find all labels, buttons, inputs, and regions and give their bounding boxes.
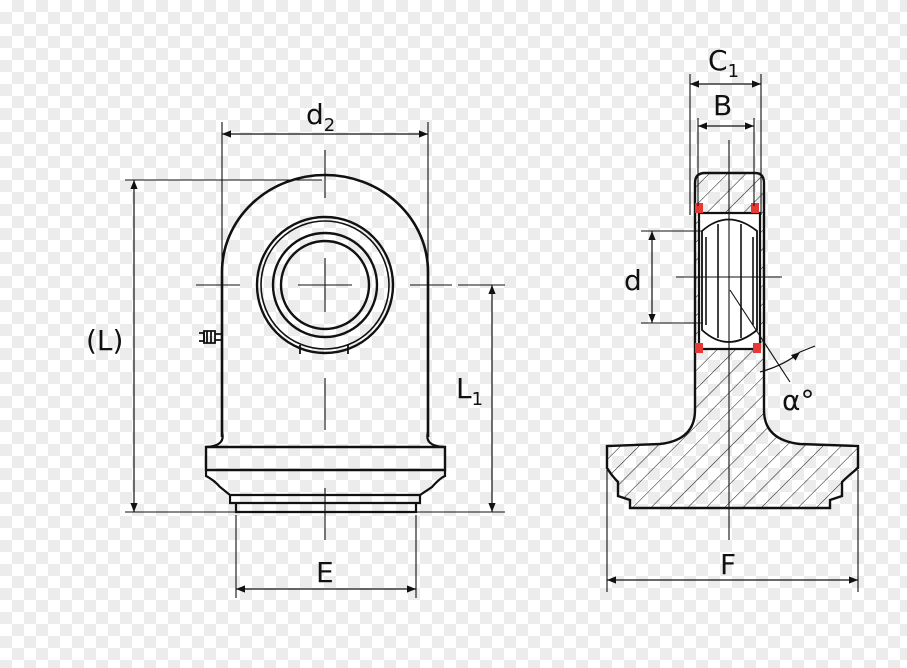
bearing-outer-ring-inner [260, 220, 390, 350]
side-centerlines [676, 140, 782, 540]
neck-flare [205, 431, 445, 449]
seal-markers [695, 203, 761, 353]
label-F: F [720, 548, 736, 581]
label-L1: L1 [456, 372, 483, 410]
dim-arc-alpha [759, 351, 801, 373]
seal-top-right [751, 203, 759, 213]
seal-bottom-right [753, 343, 761, 353]
ring-split-gap [299, 345, 349, 354]
dim-tick-alpha [799, 345, 816, 353]
seal-top-left [695, 203, 703, 213]
bearing-race-inner [705, 224, 754, 338]
base-foot [234, 503, 418, 514]
label-E: E [316, 556, 334, 589]
grease-nipple [199, 330, 222, 344]
bearing-inner-ring [271, 231, 379, 339]
front-dimension-lines [130, 130, 496, 593]
seal-bottom-left [695, 343, 703, 353]
label-B: B [713, 89, 732, 122]
side-dimension-lines [607, 80, 858, 584]
front-extension-lines [125, 122, 505, 598]
label-C1: C1 [708, 44, 739, 82]
front-view [125, 122, 505, 598]
label-L: (L) [86, 324, 123, 357]
label-d2: d2 [306, 98, 335, 136]
bearing-bore [279, 239, 371, 331]
label-d: d [624, 264, 642, 297]
base-flange [204, 445, 447, 472]
bearing-outer-ring [255, 215, 395, 355]
side-view [605, 74, 860, 592]
label-alpha: α° [782, 384, 814, 417]
front-centerlines [196, 150, 452, 540]
